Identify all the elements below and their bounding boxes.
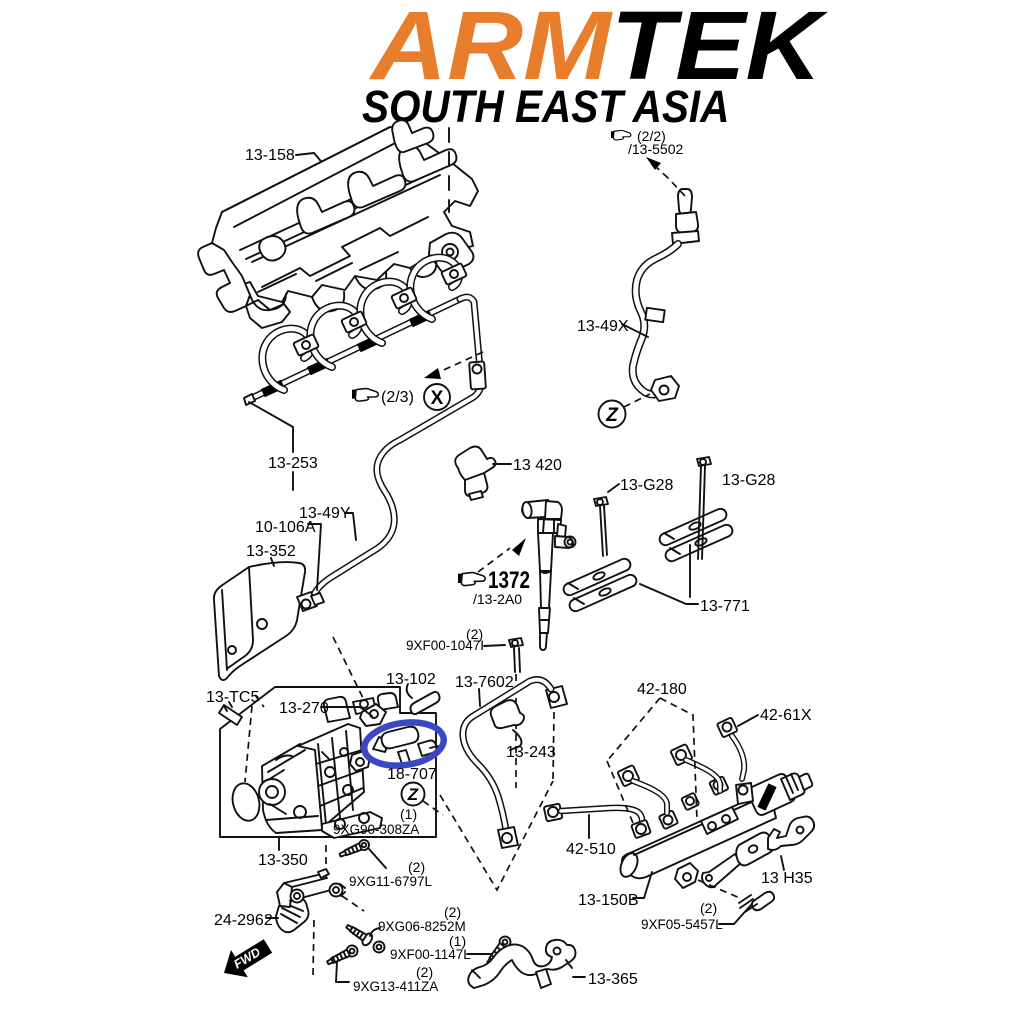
svg-text:(2): (2) <box>408 859 425 875</box>
svg-text:9XG06-8252M: 9XG06-8252M <box>378 919 466 934</box>
svg-text:13-TC5: 13-TC5 <box>206 689 259 706</box>
svg-text:13 H35: 13 H35 <box>761 870 813 887</box>
svg-text:(2): (2) <box>466 626 483 642</box>
svg-text:13-771: 13-771 <box>700 598 750 615</box>
svg-text:13-158: 13-158 <box>245 147 295 164</box>
svg-text:Z: Z <box>407 785 419 804</box>
svg-text:13-352: 13-352 <box>246 543 296 560</box>
svg-text:/13-5502: /13-5502 <box>628 141 683 157</box>
svg-text:(1): (1) <box>400 806 417 822</box>
svg-text:13-365: 13-365 <box>588 971 638 988</box>
svg-text:ARMTEK: ARMTEK <box>368 0 829 100</box>
svg-text:X: X <box>431 388 444 409</box>
svg-text:13-243: 13-243 <box>506 744 556 761</box>
svg-text:(2): (2) <box>416 964 433 980</box>
svg-text:13-150B: 13-150B <box>578 892 639 909</box>
svg-text:42-61X: 42-61X <box>760 707 812 724</box>
svg-text:9XG13-411ZA: 9XG13-411ZA <box>353 979 438 994</box>
svg-text:13-253: 13-253 <box>268 455 318 472</box>
svg-text:13-7602: 13-7602 <box>455 674 514 691</box>
svg-text:9XF05-5457L: 9XF05-5457L <box>641 917 723 932</box>
svg-text:42-180: 42-180 <box>637 681 687 698</box>
svg-text:13-49X: 13-49X <box>577 318 629 335</box>
svg-text:Z: Z <box>605 405 619 426</box>
svg-text:10-106A: 10-106A <box>255 519 316 536</box>
svg-text:13 420: 13 420 <box>513 457 562 474</box>
svg-text:13-G28: 13-G28 <box>722 472 775 489</box>
svg-text:(2): (2) <box>700 900 717 916</box>
svg-text:9XG90-308ZA: 9XG90-308ZA <box>333 822 419 837</box>
svg-text:9XF00-1147L: 9XF00-1147L <box>390 947 471 962</box>
svg-text:24-2962: 24-2962 <box>214 912 273 929</box>
svg-text:(1): (1) <box>449 933 466 949</box>
svg-text:(2): (2) <box>444 904 461 920</box>
svg-text:42-510: 42-510 <box>566 841 616 858</box>
svg-text:13-350: 13-350 <box>258 852 308 869</box>
svg-text:1372: 1372 <box>488 567 530 594</box>
svg-text:18-707: 18-707 <box>387 766 437 783</box>
svg-text:13-102: 13-102 <box>386 671 436 688</box>
svg-text:13-G28: 13-G28 <box>620 477 673 494</box>
svg-text:(2/2): (2/2) <box>637 128 666 144</box>
svg-text:13-49Y: 13-49Y <box>299 505 351 522</box>
svg-text:/13-2A0: /13-2A0 <box>473 591 522 607</box>
svg-text:(2/3): (2/3) <box>381 389 414 406</box>
svg-text:SOUTH EAST ASIA: SOUTH EAST ASIA <box>362 82 729 132</box>
svg-text:13-270: 13-270 <box>279 700 329 717</box>
svg-text:9XF00-1047I: 9XF00-1047I <box>406 638 484 653</box>
svg-text:9XG11-6797L: 9XG11-6797L <box>349 874 433 889</box>
